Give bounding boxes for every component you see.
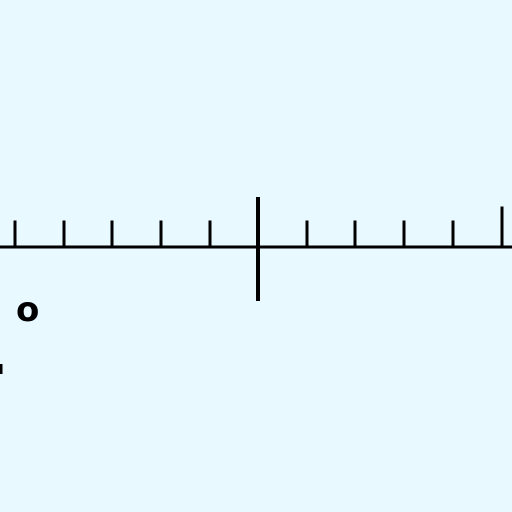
minor-ticks xyxy=(13,206,504,249)
tick-label: o xyxy=(16,290,39,330)
